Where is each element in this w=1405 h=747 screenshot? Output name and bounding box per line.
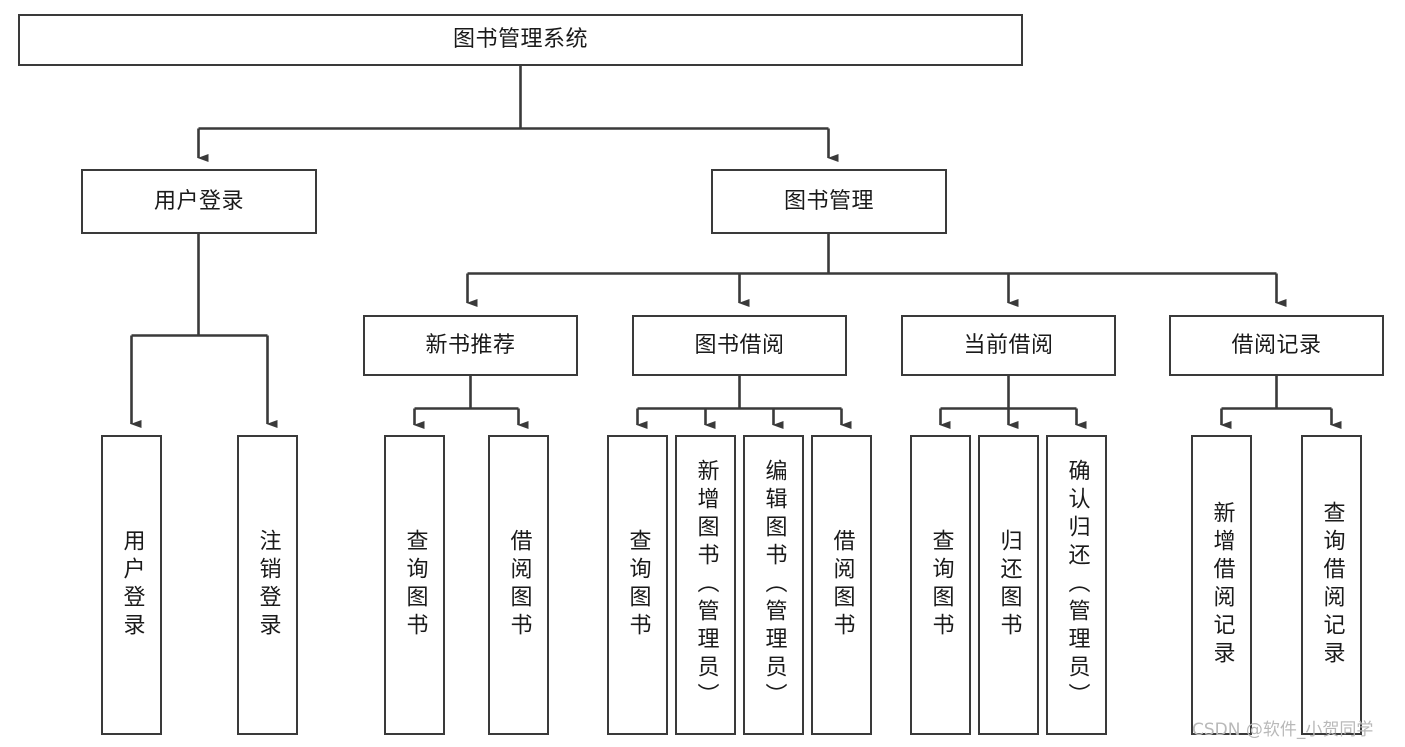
node-leaf-add-record-label: 新增借阅记录 <box>1209 501 1235 669</box>
node-leaf-query-book-2[interactable]: 查询图书 <box>607 435 668 735</box>
node-leaf-return-book[interactable]: 归还图书 <box>978 435 1039 735</box>
connectors-borrowrecord-to-leaves <box>1220 376 1342 429</box>
node-leaf-borrow-book-1[interactable]: 借阅图书 <box>488 435 549 735</box>
connectors-userlogin-to-leaves <box>130 234 278 428</box>
node-leaf-add-book[interactable]: 新增图书（管理员） <box>675 435 736 735</box>
node-leaf-query-book-2-label: 查询图书 <box>625 529 651 641</box>
node-leaf-query-record[interactable]: 查询借阅记录 <box>1301 435 1362 735</box>
node-leaf-logout[interactable]: 注销登录 <box>237 435 298 735</box>
node-leaf-logout-label: 注销登录 <box>255 529 281 641</box>
node-current-borrow-label: 当前借阅 <box>963 332 1054 358</box>
connectors-bookmgmt-to-level3 <box>466 234 1287 307</box>
node-new-book-rec-label: 新书推荐 <box>425 332 516 358</box>
node-new-book-rec[interactable]: 新书推荐 <box>363 315 578 376</box>
node-leaf-return-book-label: 归还图书 <box>996 529 1022 641</box>
node-leaf-borrow-book-2-label: 借阅图书 <box>829 529 855 641</box>
node-book-mgmt[interactable]: 图书管理 <box>711 169 947 234</box>
node-book-mgmt-label: 图书管理 <box>783 188 874 214</box>
connectors-currentborrow-to-leaves <box>939 376 1087 429</box>
csdn-watermark: CSDN @软件_小贺同学 <box>1192 720 1374 740</box>
connectors-newbook-to-leaves <box>413 376 529 429</box>
node-leaf-edit-book-label: 编辑图书（管理员） <box>761 459 787 711</box>
node-root-label: 图书管理系统 <box>452 27 588 53</box>
node-borrow-record[interactable]: 借阅记录 <box>1169 315 1384 376</box>
node-leaf-borrow-book-2[interactable]: 借阅图书 <box>811 435 872 735</box>
node-book-borrow-label: 图书借阅 <box>694 332 785 358</box>
node-leaf-query-book-3-label: 查询图书 <box>928 529 954 641</box>
node-leaf-confirm-return[interactable]: 确认归还（管理员） <box>1046 435 1107 735</box>
node-leaf-query-book-3[interactable]: 查询图书 <box>910 435 971 735</box>
node-root[interactable]: 图书管理系统 <box>18 14 1023 66</box>
connectors-root-to-level2 <box>197 66 839 162</box>
connectors-bookborrow-to-leaves <box>636 376 852 429</box>
node-leaf-query-book-1-label: 查询图书 <box>402 529 428 641</box>
node-leaf-edit-book[interactable]: 编辑图书（管理员） <box>743 435 804 735</box>
node-user-login[interactable]: 用户登录 <box>81 169 317 234</box>
node-borrow-record-label: 借阅记录 <box>1231 332 1322 358</box>
node-book-borrow[interactable]: 图书借阅 <box>632 315 847 376</box>
node-leaf-add-book-label: 新增图书（管理员） <box>693 459 719 711</box>
node-leaf-confirm-return-label: 确认归还（管理员） <box>1064 459 1090 711</box>
node-leaf-query-book-1[interactable]: 查询图书 <box>384 435 445 735</box>
node-leaf-borrow-book-1-label: 借阅图书 <box>506 529 532 641</box>
node-leaf-add-record[interactable]: 新增借阅记录 <box>1191 435 1252 735</box>
node-leaf-user-login[interactable]: 用户登录 <box>101 435 162 735</box>
node-current-borrow[interactable]: 当前借阅 <box>901 315 1116 376</box>
node-leaf-query-record-label: 查询借阅记录 <box>1319 501 1345 669</box>
node-leaf-user-login-label: 用户登录 <box>119 529 145 641</box>
node-user-login-label: 用户登录 <box>153 188 244 214</box>
